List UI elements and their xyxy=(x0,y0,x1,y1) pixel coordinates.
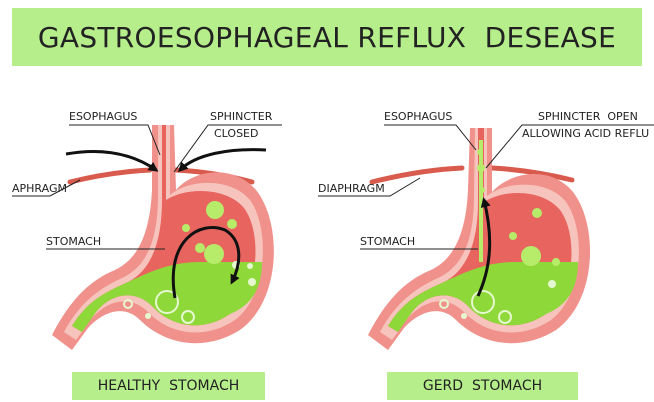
arrow-icon xyxy=(66,151,156,170)
acid-bubble xyxy=(477,149,483,155)
acid-bubble xyxy=(195,243,205,253)
acid-bubble xyxy=(145,313,151,319)
acid-bubble xyxy=(247,263,253,269)
acid-bubble xyxy=(206,201,224,219)
stomach-label: STOMACH xyxy=(360,236,415,248)
leader-line xyxy=(384,125,476,150)
sphincter-label: SPHINCTER OPEN xyxy=(538,111,638,123)
diaphragm-label: DIAPHRAGM xyxy=(318,183,385,195)
esophagus-label: ESOPHAGUS xyxy=(384,111,452,123)
acid-bubble xyxy=(227,219,237,229)
arrow-icon xyxy=(180,150,266,170)
acid-bubble xyxy=(477,164,485,172)
sphincter-state-label: CLOSED xyxy=(214,128,258,140)
reflux-acid-column xyxy=(479,140,483,262)
acid-bubble xyxy=(532,208,542,218)
stomach-label: STOMACH xyxy=(46,236,101,248)
acid-bubble xyxy=(548,280,556,288)
acid-bubble xyxy=(461,313,467,319)
diaphragm-label: APHRAGM xyxy=(12,183,67,195)
acid-bubble xyxy=(521,246,541,266)
healthy-caption-text: HEALTHY STOMACH xyxy=(98,378,240,394)
acid-bubble xyxy=(248,278,256,286)
acid-bubble xyxy=(182,224,190,232)
esophagus-label: ESOPHAGUS xyxy=(69,111,137,123)
acid-bubble xyxy=(204,244,224,264)
sphincter-label: SPHINCTER xyxy=(210,111,272,123)
gerd-caption-text: GERD STOMACH xyxy=(423,378,542,394)
acid-bubble xyxy=(552,258,560,266)
sphincter-state-label: ALLOWING ACID REFLU xyxy=(522,128,649,140)
acid-bubble xyxy=(479,187,485,193)
healthy-caption: HEALTHY STOMACH xyxy=(72,372,265,400)
diaphragm-left-segment xyxy=(70,170,150,182)
acid-bubble xyxy=(509,232,517,240)
gerd-caption: GERD STOMACH xyxy=(387,372,578,400)
